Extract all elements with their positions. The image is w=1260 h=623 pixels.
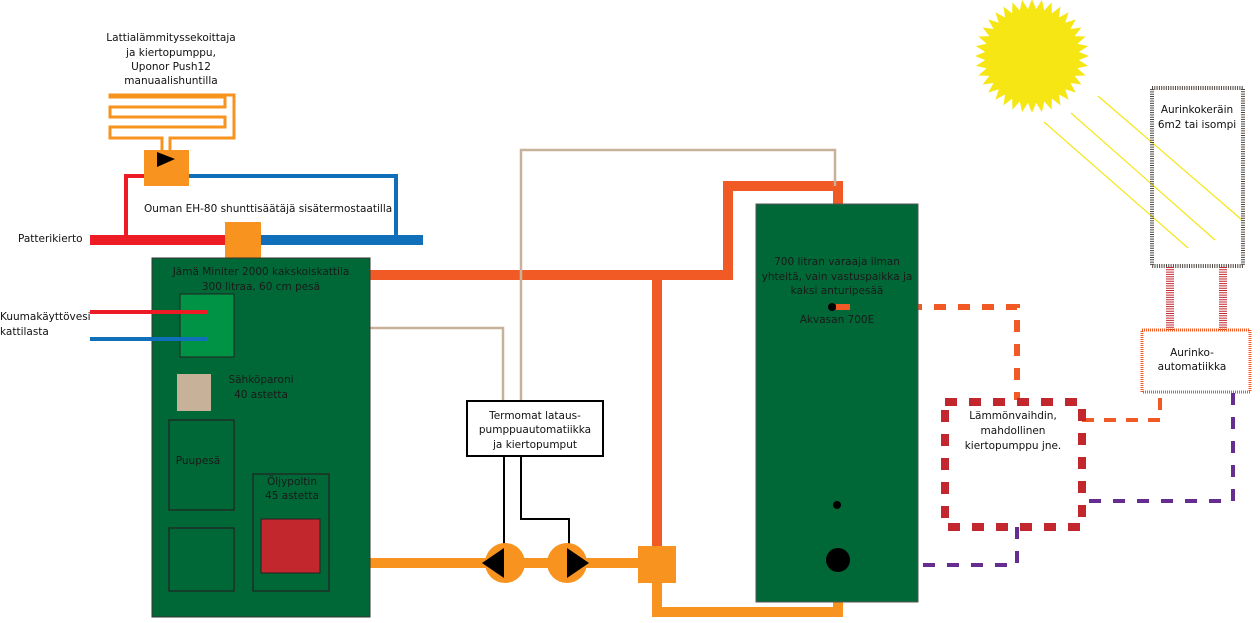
wood-chamber-label: Puupesä [176, 455, 221, 467]
pump-arrow-icon [157, 152, 175, 167]
wood-chamber [168, 419, 235, 511]
sensor-pocket [833, 501, 841, 509]
storage-tank [755, 203, 919, 603]
sensor-pocket [828, 303, 836, 311]
floor-heating-coil [108, 93, 236, 150]
tank-top-pipe [657, 181, 843, 280]
radiator-supply-riser [124, 174, 145, 240]
pump-controller [466, 400, 604, 457]
ash-door [168, 527, 235, 592]
solar-controller-label: Aurinko-automatiikka [1158, 347, 1227, 373]
control-wire [520, 456, 570, 545]
hot-water-coil [179, 293, 235, 358]
shunt-valve [225, 222, 261, 258]
solar-controller [1140, 328, 1252, 394]
oil-burner [260, 518, 321, 574]
sun-icon [975, 0, 1089, 113]
radiator-return-riser [188, 174, 398, 240]
circulation-pump-1 [485, 543, 525, 583]
three-way-valve [638, 546, 676, 583]
tank-model-label: Akvasan 700E [800, 314, 874, 326]
sun-rays [1043, 95, 1243, 249]
shunt-controller-label: Ouman EH-80 shunttisäätäjä sisätermostaa… [144, 203, 392, 215]
heat-exchanger [941, 398, 1086, 531]
pump-arrow-right-icon [567, 548, 589, 578]
pump-arrow-left-icon [482, 548, 504, 578]
radiator-circuit-label: Patterikierto [18, 233, 83, 245]
electric-heater [177, 374, 211, 411]
sensor-wire [519, 148, 837, 401]
floor-heating-mixer [144, 150, 189, 186]
solar-collector [1150, 86, 1245, 268]
solar-controller-line [1082, 393, 1162, 422]
sensor-wire [325, 326, 505, 401]
tank-bottom-pipe [652, 580, 843, 617]
heater-port [826, 548, 850, 572]
solar-circuit-line [1088, 393, 1235, 503]
oil-burner-chamber [252, 473, 330, 592]
